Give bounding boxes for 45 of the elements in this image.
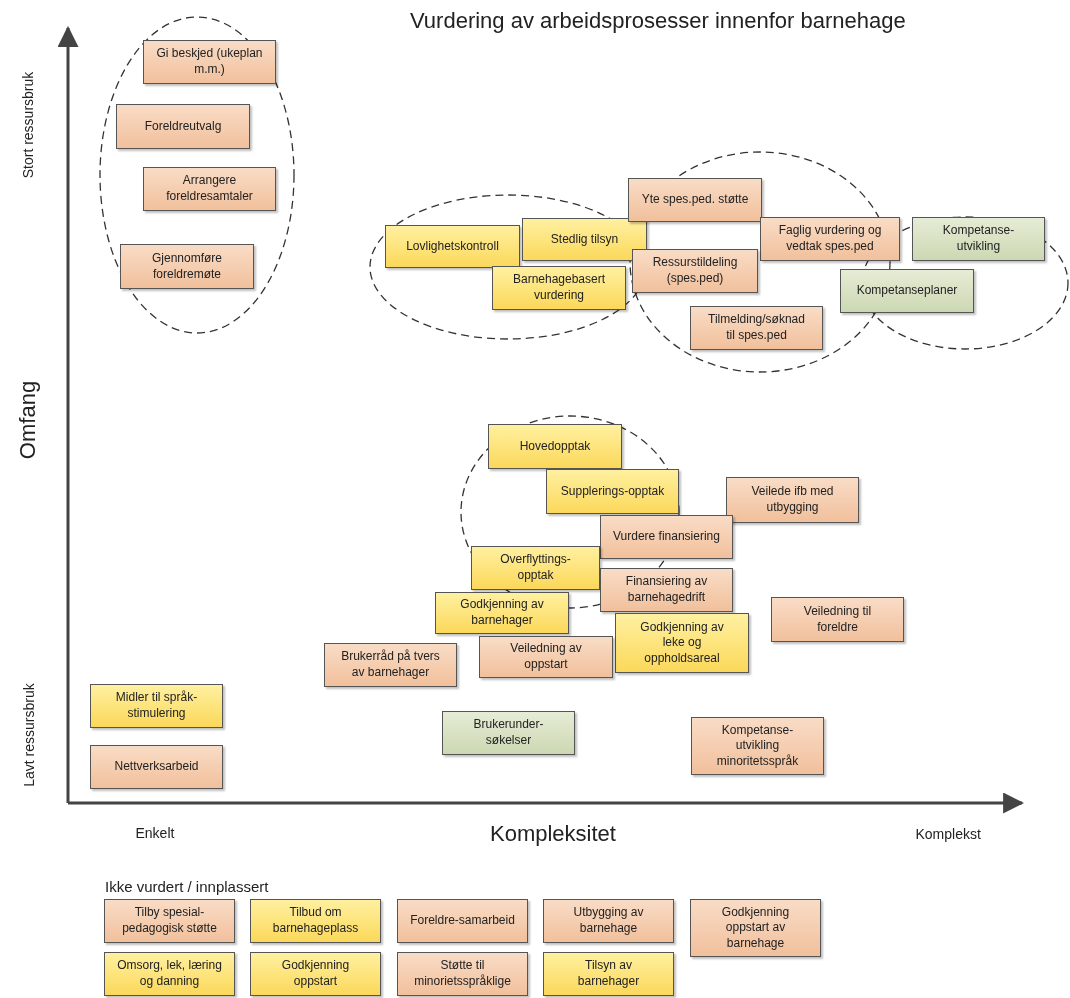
process-box: Brukerråd på tvers av barnehager [324, 643, 457, 687]
process-box: Yte spes.ped. støtte [628, 178, 762, 222]
section-heading: Ikke vurdert / innplassert [105, 877, 269, 895]
axis-label: Omfang [15, 380, 42, 460]
process-box: Supplerings-opptak [546, 469, 679, 514]
axis-label: Enkelt [135, 825, 175, 841]
axis-label: Lavt ressursbruk [20, 683, 37, 787]
process-box: Tilsyn av barnehager [543, 952, 674, 996]
axis-label: Stort ressursbruk [19, 71, 36, 179]
process-box: Faglig vurdering og vedtak spes.ped [760, 217, 900, 261]
process-box: Foreldre-samarbeid [397, 899, 528, 943]
process-box: Støtte til minorietsspråklige [397, 952, 528, 996]
process-box: Gjennomføre foreldremøte [120, 244, 254, 289]
process-box: Gi beskjed (ukeplan m.m.) [143, 40, 276, 84]
process-box: Godkjenning oppstart av barnehage [690, 899, 821, 957]
diagram-title: Vurdering av arbeidsprosesser innenfor barnehage [410, 8, 906, 34]
process-box: Kompetanse-utvikling [912, 217, 1045, 261]
process-box: Kompetanseplaner [840, 269, 974, 313]
axis-label: Komplekst [915, 826, 981, 842]
process-box: Nettverksarbeid [90, 745, 223, 789]
process-box: Omsorg, lek, læring og danning [104, 952, 235, 996]
process-box: Tilby spesial-pedagogisk støtte [104, 899, 235, 943]
process-box: Stedlig tilsyn [522, 218, 647, 261]
process-box: Tilbud om barnehageplass [250, 899, 381, 943]
process-box: Hovedopptak [488, 424, 622, 469]
process-box: Brukerunder-søkelser [442, 711, 575, 755]
process-box: Foreldreutvalg [116, 104, 250, 149]
process-box: Veilede ifb med utbygging [726, 477, 859, 523]
process-box: Lovlighetskontroll [385, 225, 520, 268]
process-box: Arrangere foreldresamtaler [143, 167, 276, 211]
process-box: Godkjenning av leke og oppholdsareal [615, 613, 749, 673]
process-box: Finansiering av barnehagedrift [600, 568, 733, 612]
process-box: Ressurstildeling (spes.ped) [632, 249, 758, 293]
process-box: Kompetanse-utvikling minoritetsspråk [691, 717, 824, 775]
process-box: Midler til språk-stimulering [90, 684, 223, 728]
process-box: Veiledning til foreldre [771, 597, 904, 642]
process-box: Barnehagebasert vurdering [492, 266, 626, 310]
process-box: Godkjenning oppstart [250, 952, 381, 996]
process-box: Vurdere finansiering [600, 515, 733, 559]
process-box: Overflyttings-opptak [471, 546, 600, 590]
axis-label: Kompleksitet [490, 821, 616, 847]
process-box: Godkjenning av barnehager [435, 592, 569, 634]
process-box: Veiledning av oppstart [479, 636, 613, 678]
process-box: Tilmelding/søknad til spes.ped [690, 306, 823, 350]
process-box: Utbygging av barnehage [543, 899, 674, 943]
